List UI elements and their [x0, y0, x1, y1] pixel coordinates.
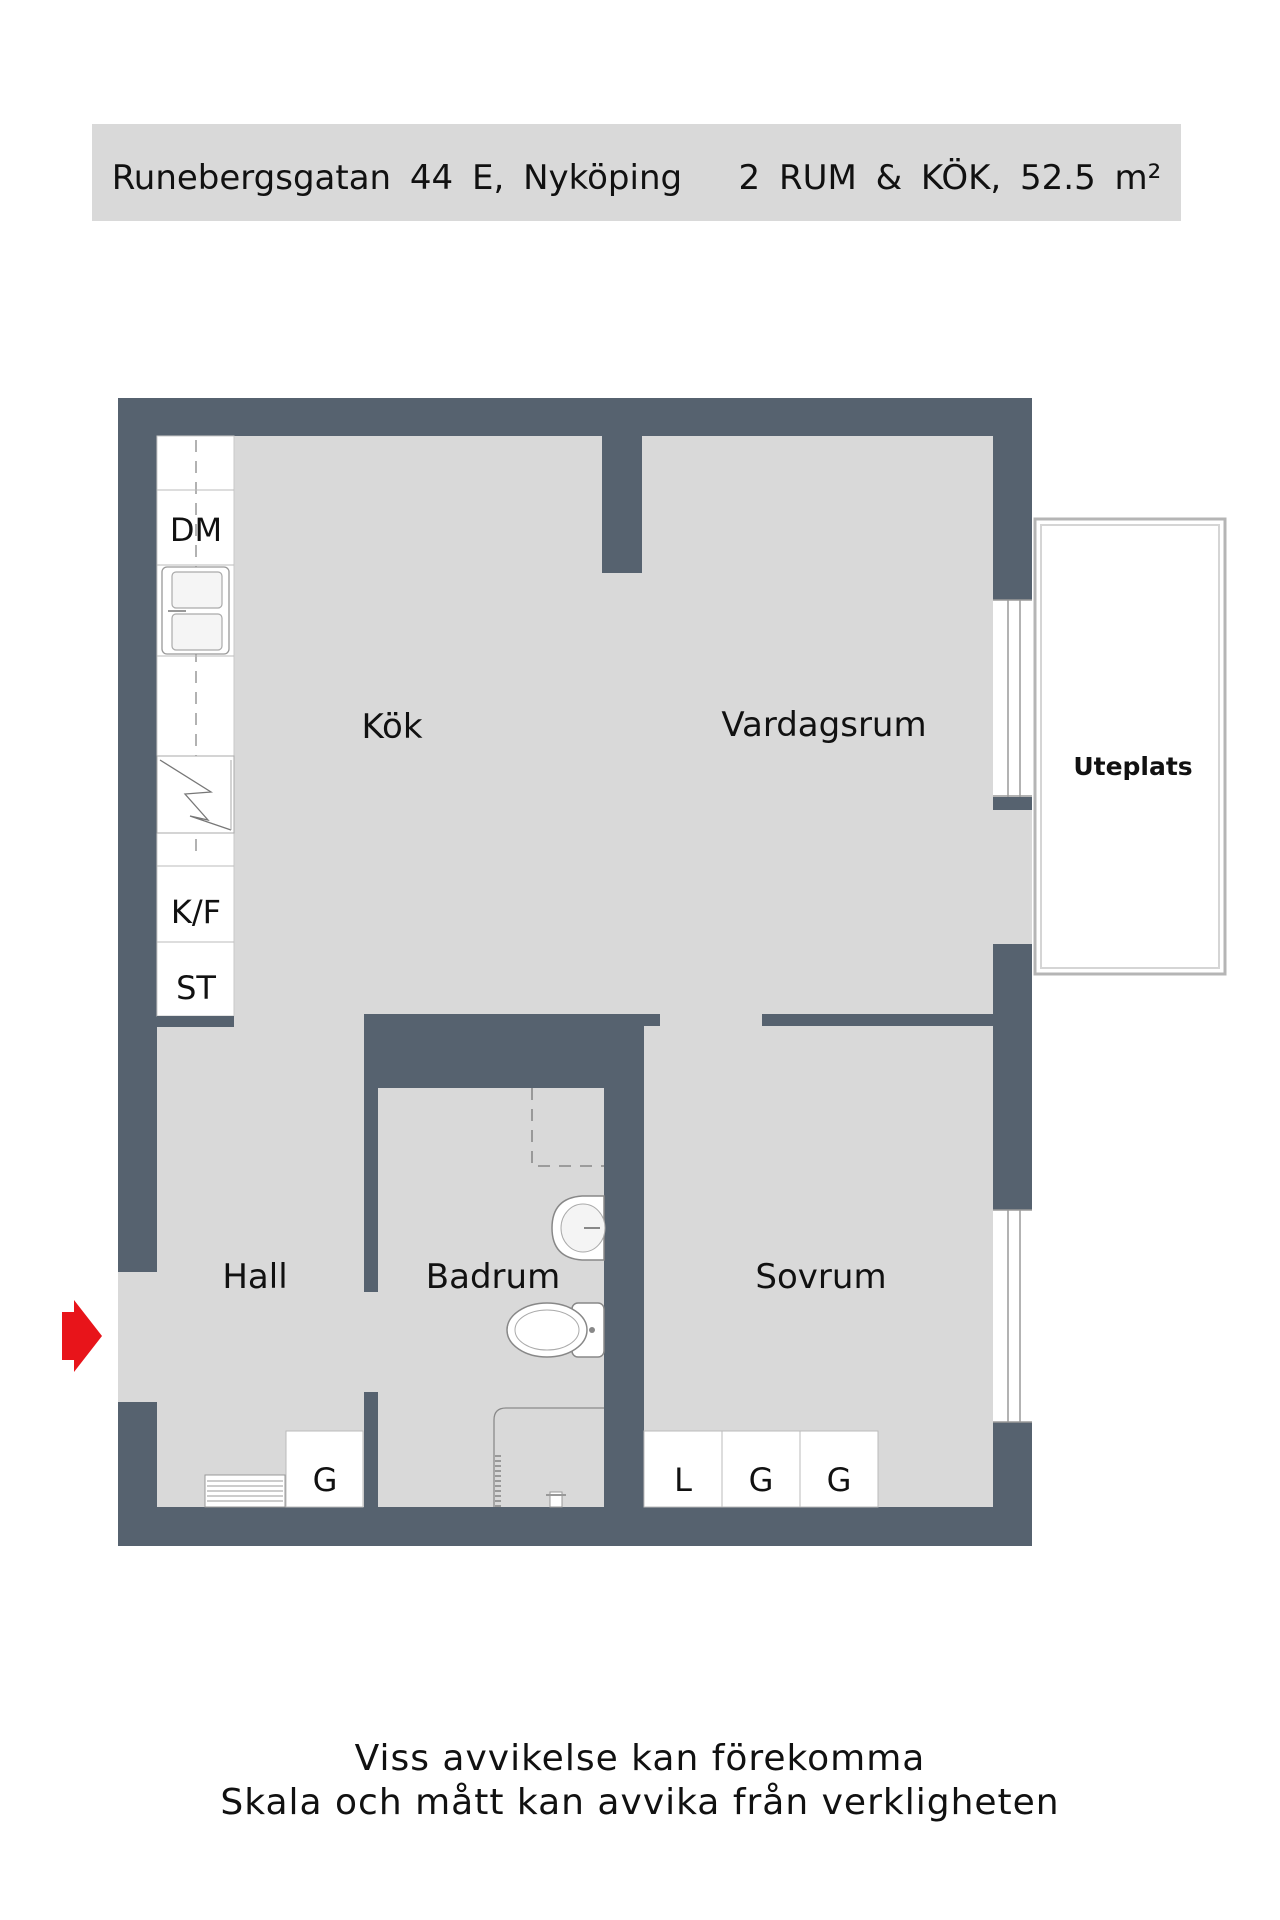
- header-bar: Runebergsgatan 44 E, Nyköping 2 RUM & KÖ…: [92, 124, 1181, 221]
- window-sovrum: [993, 1209, 1032, 1423]
- wall-left-hall: [118, 1027, 157, 1272]
- room-label-uteplats: Uteplats: [1073, 752, 1192, 781]
- sovrum-wardrobe-l: [643, 1430, 723, 1508]
- label-sovrum-g1: G: [749, 1461, 774, 1499]
- entrance-arrow-icon: [62, 1300, 102, 1372]
- header-address: Runebergsgatan 44 E, Nyköping: [111, 157, 683, 198]
- header-title: Runebergsgatan 44 E, Nyköping 2 RUM & KÖ…: [92, 124, 1181, 221]
- stove-icon: [156, 755, 235, 834]
- hall-wardrobe: [285, 1430, 364, 1508]
- label-hall-g: G: [313, 1461, 338, 1499]
- room-label-kok: Kök: [361, 707, 422, 747]
- wall-hall-badrum: [364, 1014, 378, 1292]
- counter-wall: [157, 1016, 234, 1027]
- shower-outline: [531, 1088, 604, 1167]
- room-label-hall: Hall: [222, 1257, 287, 1297]
- room-label-badrum: Badrum: [426, 1257, 560, 1297]
- label-dm: DM: [170, 511, 222, 549]
- footer-disclaimer-2: Skala och mått kan avvika från verklighe…: [220, 1782, 1060, 1823]
- header-summary: 2 RUM & KÖK, 52.5 m²: [738, 157, 1162, 198]
- wall-badrum-top-thick: [364, 1014, 644, 1088]
- sovrum-wardrobe-g1: [721, 1430, 801, 1508]
- room-label-sovrum: Sovrum: [755, 1257, 886, 1297]
- room-label-vardagsrum: Vardagsrum: [721, 705, 926, 745]
- wall-badrum-sovrum: [604, 1014, 644, 1510]
- bathroom-sink-icon: [551, 1195, 606, 1261]
- balcony-door-opening: [993, 810, 1032, 944]
- wall-hall-badrum-lower: [364, 1392, 378, 1510]
- entrance-opening: [118, 1272, 157, 1402]
- label-kf: K/F: [171, 893, 221, 931]
- sink-icon: [161, 566, 230, 655]
- footer-disclaimer-1: Viss avvikelse kan förekomma: [354, 1738, 926, 1779]
- uteplats-area: [1033, 517, 1227, 976]
- wall-sovrum-top: [762, 1014, 993, 1026]
- label-sovrum-g2: G: [827, 1461, 852, 1499]
- window-vardagsrum: [993, 599, 1032, 810]
- sovrum-wardrobe-g2: [799, 1430, 879, 1508]
- radiator-icon: [204, 1474, 286, 1508]
- label-st: ST: [176, 969, 216, 1007]
- toilet-icon: [506, 1302, 605, 1358]
- label-sovrum-l: L: [674, 1461, 692, 1499]
- wall-stub-kitchen-living: [602, 398, 642, 573]
- towel-rail-icon: [493, 1407, 604, 1508]
